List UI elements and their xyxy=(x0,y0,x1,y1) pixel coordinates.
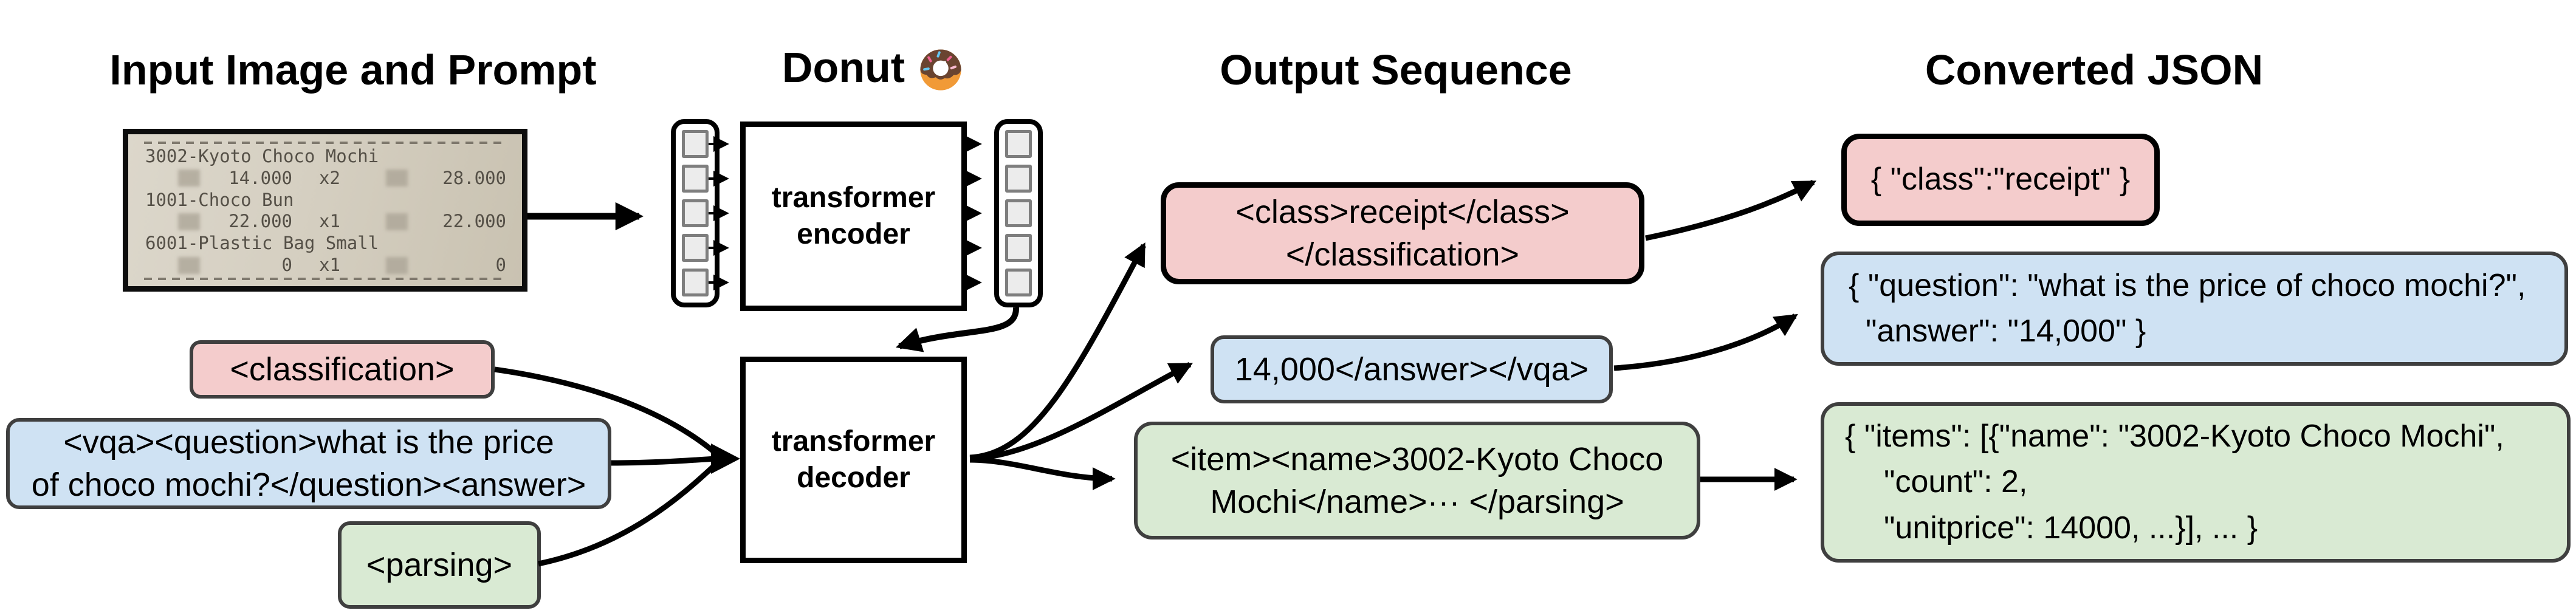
column-title-json: Converted JSON xyxy=(1925,46,2264,94)
receipt-qty: x2 xyxy=(319,167,340,188)
json-classification-box: { "class":"receipt" } xyxy=(1841,134,2160,226)
input-patch-strip xyxy=(671,119,720,307)
receipt-divider-top xyxy=(144,142,506,144)
receipt-item-name: 3002-Kyoto Choco Mochi xyxy=(145,145,379,166)
patch-square xyxy=(682,234,709,262)
json-parsing-line1: { "items": [{"name": "3002-Kyoto Choco M… xyxy=(1845,418,2504,454)
column-title-output: Output Sequence xyxy=(1220,46,1572,94)
receipt-item-prices: 0 x1 0 xyxy=(144,256,506,275)
output-classification-line2: </classification> xyxy=(1285,236,1520,273)
patch-square xyxy=(1005,130,1032,158)
model-title-label: Donut xyxy=(781,44,905,91)
json-parsing-line2: "count": 2, xyxy=(1884,464,2028,500)
patch-square xyxy=(1005,199,1032,227)
arrows-encoder-to-patches xyxy=(966,136,982,290)
redaction-blur xyxy=(386,170,408,187)
encoded-patch-strip xyxy=(994,119,1043,307)
receipt-image: 3002-Kyoto Choco Mochi 14.000 x2 28.000 … xyxy=(123,129,527,292)
receipt-total: 28.000 xyxy=(442,167,506,188)
prompt-classification-label: <classification> xyxy=(230,351,455,388)
patch-square xyxy=(682,130,709,158)
receipt-item-prices: 22.000 x1 22.000 xyxy=(144,212,506,231)
receipt-item-name: 1001-Choco Bun xyxy=(145,189,294,210)
patch-square xyxy=(682,165,709,193)
redaction-blur xyxy=(178,170,200,187)
json-parsing-line3: "unitprice": 14000, ...}], ... } xyxy=(1884,510,2258,546)
patch-square xyxy=(1005,269,1032,296)
prompt-vqa-box: <vqa><question>what is the price of choc… xyxy=(6,418,611,509)
output-parsing-line2: Mochi</name>··· </parsing> xyxy=(1210,484,1624,520)
json-classification-label: { "class":"receipt" } xyxy=(1870,162,2131,197)
prompt-parsing-box: <parsing> xyxy=(338,521,541,609)
patch-square xyxy=(682,269,709,296)
receipt-total: 0 xyxy=(495,255,506,276)
output-parsing-box: <item><name>3002-Kyoto Choco Mochi</name… xyxy=(1134,422,1700,539)
column-title-model: Donut xyxy=(729,41,1020,94)
json-vqa-line1: { "question": "what is the price of choc… xyxy=(1849,267,2526,303)
output-classification-line1: <class>receipt</class> xyxy=(1235,193,1570,230)
json-vqa-line2: "answer": "14,000" } xyxy=(1866,313,2146,349)
output-vqa-label: 14,000</answer></vqa> xyxy=(1234,351,1589,388)
redaction-blur xyxy=(178,256,200,274)
receipt-qty: x1 xyxy=(319,211,340,232)
prompt-vqa-line1: <vqa><question>what is the price xyxy=(63,423,554,461)
redaction-blur xyxy=(178,213,200,230)
prompt-classification-box: <classification> xyxy=(190,340,495,399)
prompt-vqa-line2: of choco mochi?</question><answer> xyxy=(31,467,586,503)
receipt-item-prices: 14.000 x2 28.000 xyxy=(144,167,506,188)
redaction-blur xyxy=(386,213,408,230)
patch-square xyxy=(1005,165,1032,193)
json-vqa-box: { "question": "what is the price of choc… xyxy=(1821,252,2568,366)
patch-square xyxy=(682,199,709,227)
transformer-encoder-box: transformer encoder xyxy=(740,122,967,311)
patch-square xyxy=(1005,234,1032,262)
receipt-qty: x1 xyxy=(319,255,340,276)
output-parsing-line1: <item><name>3002-Kyoto Choco xyxy=(1170,440,1664,478)
donut-icon xyxy=(915,41,967,94)
transformer-decoder-box: transformer decoder xyxy=(740,357,967,563)
receipt-total: 22.000 xyxy=(442,211,506,232)
receipt-unit-price: 14.000 xyxy=(228,167,292,188)
decoder-label-line2: decoder xyxy=(797,462,910,494)
column-title-input: Input Image and Prompt xyxy=(109,46,597,94)
decoder-label-line1: transformer xyxy=(771,425,936,457)
receipt-item-name: 6001-Plastic Bag Small xyxy=(145,233,379,254)
encoder-label-line2: encoder xyxy=(797,218,910,250)
prompt-parsing-label: <parsing> xyxy=(366,546,513,583)
output-classification-box: <class>receipt</class> </classification> xyxy=(1161,182,1644,284)
receipt-divider-bottom xyxy=(144,277,506,280)
receipt-unit-price: 22.000 xyxy=(228,211,292,232)
encoder-label-line1: transformer xyxy=(771,182,936,214)
json-parsing-box: { "items": [{"name": "3002-Kyoto Choco M… xyxy=(1821,402,2571,563)
output-vqa-box: 14,000</answer></vqa> xyxy=(1211,335,1613,403)
redaction-blur xyxy=(386,256,408,274)
arrow-memory-to-decoder xyxy=(895,307,1020,352)
receipt-unit-price: 0 xyxy=(281,255,292,276)
